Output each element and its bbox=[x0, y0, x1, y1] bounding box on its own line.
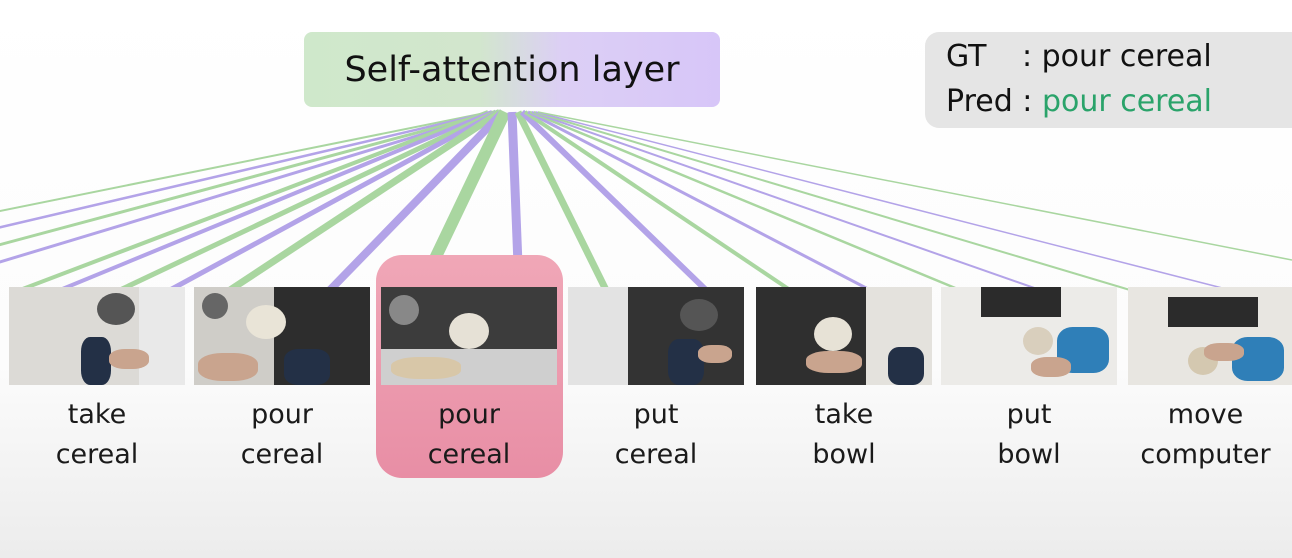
self-attention-layer-box: Self-attention layer bbox=[304, 32, 720, 107]
pred-key: Pred : bbox=[946, 84, 1033, 119]
attention-line bbox=[228, 109, 502, 293]
frame-label-5: take bowl bbox=[749, 395, 939, 475]
frame-label-1-line-1: take bbox=[67, 399, 127, 430]
attention-line bbox=[0, 110, 497, 264]
attention-line bbox=[0, 110, 495, 247]
pred-row: Pred : pour cereal bbox=[946, 84, 1212, 119]
frame-thumbnail-3 bbox=[381, 287, 557, 385]
frame-label-6: put bowl bbox=[934, 395, 1124, 475]
frame-label-6-line-2: bowl bbox=[997, 439, 1061, 470]
frame-label-3: pour cereal bbox=[374, 395, 564, 475]
attention-line bbox=[0, 111, 491, 212]
frame-label-2-line-1: pour bbox=[251, 399, 313, 430]
attention-line bbox=[533, 111, 1131, 291]
frame-label-1-line-2: cereal bbox=[55, 439, 139, 470]
attention-line bbox=[529, 110, 961, 292]
frame-label-4: put cereal bbox=[561, 395, 751, 475]
frame-label-4-line-2: cereal bbox=[614, 439, 698, 470]
prediction-legend: GT : pour cereal Pred : pour cereal bbox=[925, 32, 1292, 128]
gt-row: GT : pour cereal bbox=[946, 39, 1212, 74]
frame-label-5-line-1: take bbox=[814, 399, 874, 430]
frame-thumbnail-7 bbox=[1128, 287, 1292, 385]
gt-key: GT bbox=[946, 39, 987, 74]
attention-line bbox=[0, 110, 493, 229]
frame-label-3-line-1: pour bbox=[438, 399, 500, 430]
frame-label-7: move computer bbox=[1119, 395, 1292, 475]
pred-value: pour cereal bbox=[1041, 84, 1213, 119]
attention-line bbox=[514, 110, 610, 292]
frame-thumbnail-2 bbox=[194, 287, 370, 385]
frame-label-5-line-2: bowl bbox=[812, 439, 876, 470]
attention-line bbox=[535, 111, 1231, 291]
attention-line bbox=[19, 110, 489, 292]
attention-line bbox=[531, 111, 1041, 291]
attention-line bbox=[118, 109, 498, 293]
frame-label-4-line-1: put bbox=[633, 399, 679, 430]
frame-label-2-line-2: cereal bbox=[240, 439, 324, 470]
frame-thumbnail-1 bbox=[9, 287, 185, 385]
attention-line bbox=[327, 109, 506, 293]
frame-label-3-line-2: cereal bbox=[427, 439, 511, 470]
frame-thumbnail-4 bbox=[568, 287, 744, 385]
frame-label-7-line-1: move bbox=[1167, 399, 1244, 430]
frame-thumbnail-6 bbox=[941, 287, 1117, 385]
frame-label-7-line-2: computer bbox=[1140, 439, 1271, 470]
frame-label-6-line-1: put bbox=[1006, 399, 1052, 430]
attention-line bbox=[168, 109, 500, 293]
attention-line bbox=[523, 110, 792, 292]
frame-thumbnail-5 bbox=[756, 287, 932, 385]
attention-line bbox=[519, 109, 709, 293]
self-attention-layer-label: Self-attention layer bbox=[344, 49, 680, 90]
frame-label-1: take cereal bbox=[2, 395, 192, 475]
frame-label-2: pour cereal bbox=[187, 395, 377, 475]
attention-line bbox=[59, 110, 493, 292]
attention-line bbox=[527, 110, 871, 292]
gt-value: : pour cereal bbox=[1022, 39, 1212, 74]
attention-line bbox=[537, 111, 1292, 261]
